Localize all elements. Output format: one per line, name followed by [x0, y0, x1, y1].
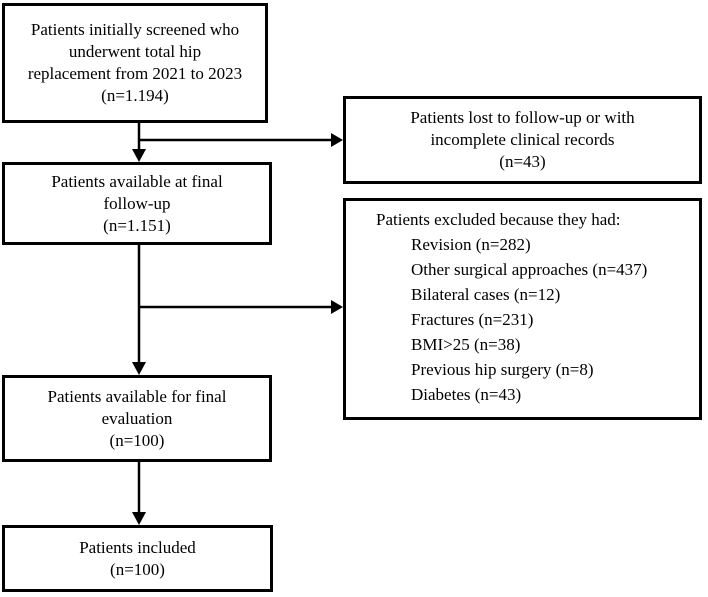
- excluded-item: Diabetes (n=43): [411, 385, 522, 404]
- box-count: (n=1.194): [101, 86, 169, 105]
- box-line: incomplete clinical records: [430, 130, 615, 149]
- excluded-header: Patients excluded because they had:: [376, 210, 621, 229]
- box-line: Patients available for final: [47, 386, 227, 406]
- arrow-evaluation-to-included: [132, 462, 146, 525]
- excluded-item: Bilateral cases (n=12): [411, 285, 561, 304]
- box-line: follow-up: [103, 193, 171, 213]
- box-line: evaluation: [101, 408, 173, 428]
- box-line: Patients available at final: [51, 171, 223, 191]
- box-line: Patients lost to follow-up or with: [410, 108, 635, 127]
- excluded-item: Previous hip surgery (n=8): [411, 360, 594, 379]
- box-count: (n=1.151): [103, 215, 171, 235]
- box-count: (n=100): [109, 430, 165, 450]
- arrow-followup-to-evaluation: [132, 245, 146, 375]
- box-patients-screened: Patients initially screened who underwen…: [2, 3, 268, 123]
- box-line: replacement from 2021 to 2023: [27, 64, 243, 83]
- box-count: (n=100): [110, 559, 165, 579]
- box-patients-included: Patients included (n=100): [2, 525, 273, 592]
- box-line: Patients included: [79, 537, 196, 557]
- box-patients-lost-followup: Patients lost to follow-up or with incom…: [343, 96, 702, 184]
- box-patients-excluded: Patients excluded because they had: Revi…: [343, 198, 702, 420]
- excluded-item: Fractures (n=231): [411, 310, 534, 329]
- arrow-branch-to-lost-followup: [139, 133, 343, 147]
- box-line: underwent total hip: [68, 42, 202, 61]
- box-patients-available-followup: Patients available at final follow-up (n…: [2, 162, 272, 245]
- arrow-branch-to-excluded: [139, 300, 343, 314]
- box-patients-final-evaluation: Patients available for final evaluation …: [2, 375, 272, 462]
- excluded-item: BMI>25 (n=38): [411, 335, 521, 354]
- box-count: (n=43): [499, 152, 546, 171]
- box-line: Patients initially screened who: [30, 20, 240, 39]
- excluded-item: Other surgical approaches (n=437): [411, 260, 648, 279]
- excluded-item: Revision (n=282): [411, 235, 531, 254]
- arrow-screened-to-followup: [132, 123, 146, 162]
